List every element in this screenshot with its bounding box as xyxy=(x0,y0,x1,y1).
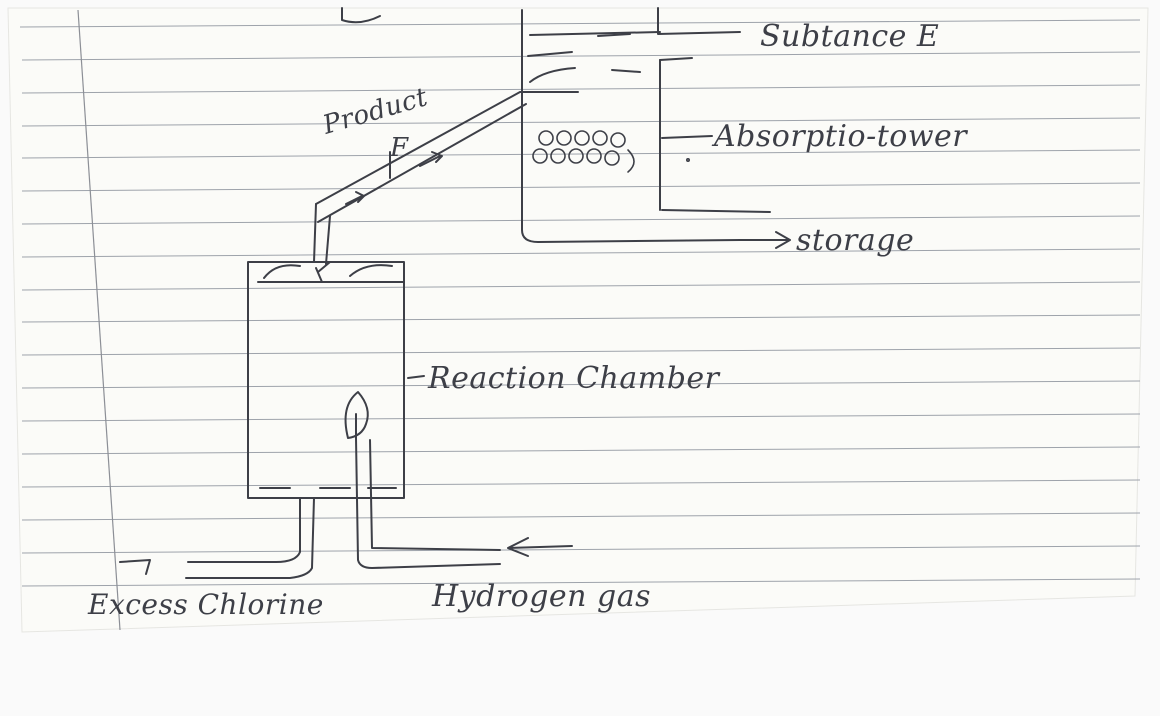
pipe-vertical-right xyxy=(325,215,331,265)
paper-sheet xyxy=(7,7,1149,633)
tower-inner-line-2 xyxy=(527,51,573,57)
margin-line xyxy=(77,9,121,631)
absorption-tower-label: Absorptio-tower xyxy=(711,119,968,154)
pipe-upper xyxy=(315,91,579,205)
storage-line xyxy=(661,209,771,213)
hydrogen-pipe-inner xyxy=(369,439,501,551)
tower-inner-line-3 xyxy=(597,33,631,37)
product-f-label: F xyxy=(389,133,409,163)
hydrogen-pipe-outer xyxy=(355,437,501,569)
pipe-vertical-left xyxy=(313,203,317,263)
substance-e-label: Subtance E xyxy=(760,19,939,54)
absorption-tower xyxy=(521,9,741,243)
tower-inner-line-4 xyxy=(529,67,576,83)
pipe-lower xyxy=(317,103,527,223)
pipe-flow-arrow-1 xyxy=(345,191,365,205)
chamber-top-hatch xyxy=(257,261,405,283)
storage-arrow xyxy=(739,231,791,249)
tower-top-leader xyxy=(659,57,693,61)
tower-inner-line-1 xyxy=(529,31,661,36)
chlorine-pipe-inner xyxy=(185,497,315,579)
reaction-chamber-leader xyxy=(407,375,425,379)
hydrogen-gas-label: Hydrogen gas xyxy=(431,579,651,614)
chlorine-arrow xyxy=(119,559,151,575)
tower-packing xyxy=(532,130,690,173)
flame xyxy=(344,391,369,439)
chlorine-pipe-outer xyxy=(187,497,301,563)
pipe-flow-arrow-2 xyxy=(419,151,443,167)
excess-chlorine-label: Excess Chlorine xyxy=(87,588,324,621)
substance-leader-line xyxy=(657,7,741,35)
ruled-lines xyxy=(19,19,1141,587)
top-scribble xyxy=(341,7,381,24)
ink-drawing xyxy=(119,7,791,579)
reaction-chamber-label: Reaction Chamber xyxy=(427,361,721,396)
reaction-chamber xyxy=(247,261,405,499)
storage-label: storage xyxy=(796,223,914,258)
absorption-leader-line xyxy=(661,135,713,139)
hydrogen-arrow xyxy=(507,537,573,557)
tower-inner-line-5 xyxy=(611,69,641,73)
